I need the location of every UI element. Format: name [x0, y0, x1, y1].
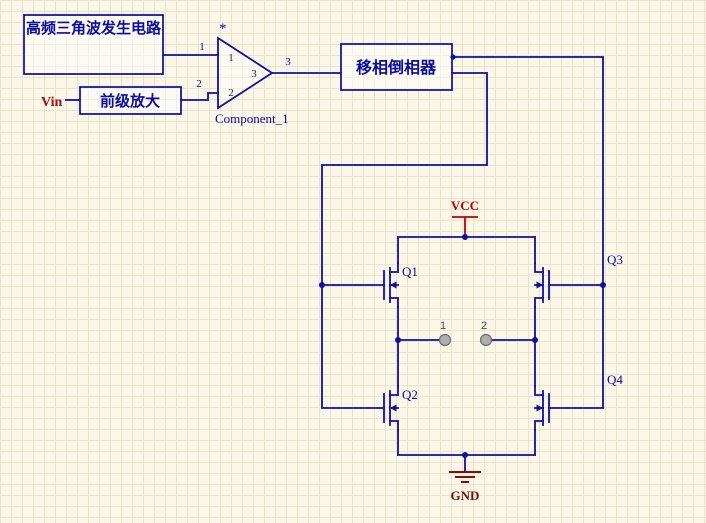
- label-q2[interactable]: Q2: [402, 387, 418, 402]
- terminal-1-label: 1: [440, 320, 446, 332]
- transistor-q2[interactable]: [383, 385, 399, 431]
- label-q1[interactable]: Q1: [402, 264, 418, 279]
- block-preamp[interactable]: [79, 86, 182, 115]
- junction-dot: [462, 452, 468, 458]
- junction-dot: [600, 282, 606, 288]
- terminal-1[interactable]: [438, 333, 452, 347]
- junction-dot: [532, 337, 538, 343]
- junction-dot: [319, 282, 325, 288]
- gnd-symbol: [449, 471, 481, 483]
- terminal-2-label: 2: [481, 320, 487, 332]
- opamp-pin2-label: 2: [196, 78, 202, 90]
- block-phase-inverter-label: 移相倒相器: [356, 58, 437, 77]
- net-label-vin[interactable]: Vin: [41, 95, 62, 110]
- opamp-inner-pin1: 1: [228, 52, 234, 64]
- label-q4[interactable]: Q4: [607, 372, 623, 387]
- opamp-inner-pin2: 2: [228, 87, 234, 99]
- junction-dot: [450, 54, 456, 60]
- transistor-q4[interactable]: [534, 385, 550, 431]
- terminal-2[interactable]: [479, 333, 493, 347]
- gnd-label: GND: [451, 488, 480, 503]
- wire-left-gate-rail[interactable]: [321, 72, 488, 409]
- junction-dot: [395, 337, 401, 343]
- vcc-label: VCC: [451, 198, 479, 213]
- wire-preamp-to-opamp[interactable]: [180, 92, 219, 101]
- junction-dot: [462, 234, 468, 240]
- opamp-designator-star: *: [219, 21, 227, 37]
- opamp-designator[interactable]: Component_1: [215, 111, 289, 126]
- opamp-pin3-label: 3: [285, 56, 291, 68]
- block-preamp-label: 前级放大: [100, 92, 160, 110]
- label-q3[interactable]: Q3: [607, 252, 623, 267]
- opamp-pin1-label: 1: [199, 41, 205, 53]
- transistor-q3[interactable]: [534, 262, 550, 308]
- block-triangle-generator-label: 高频三角波发生电路: [26, 19, 162, 37]
- gnd-port[interactable]: GND: [449, 471, 481, 503]
- transistor-q1[interactable]: [383, 262, 399, 308]
- opamp-body[interactable]: [217, 36, 274, 110]
- vcc-bar: [452, 216, 478, 237]
- opamp-inner-pin3: 3: [251, 68, 257, 80]
- block-phase-inverter[interactable]: [340, 43, 453, 91]
- vcc-port[interactable]: VCC: [451, 198, 479, 237]
- block-triangle-generator[interactable]: [23, 14, 164, 75]
- wire-right-gate-rail[interactable]: [451, 56, 604, 409]
